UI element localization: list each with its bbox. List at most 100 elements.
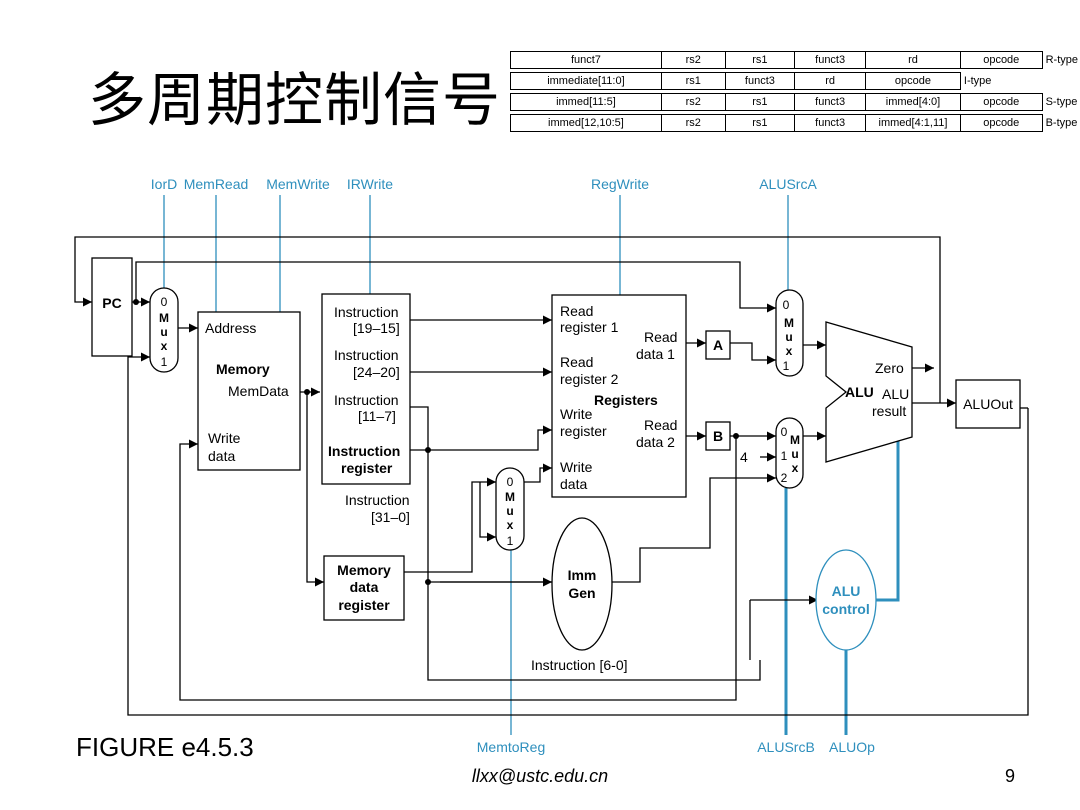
svg-text:x: x: [786, 344, 793, 358]
format-field: opcode: [959, 51, 1043, 69]
svg-text:[24–20]: [24–20]: [353, 364, 400, 380]
svg-text:Write: Write: [560, 459, 593, 475]
control-signal-labels: IorD MemRead MemWrite IRWrite RegWrite A…: [151, 176, 875, 755]
format-field: funct7: [510, 51, 662, 69]
svg-text:u: u: [506, 504, 513, 518]
svg-text:data: data: [560, 476, 587, 492]
svg-text:0: 0: [507, 475, 514, 489]
svg-text:1: 1: [781, 449, 788, 463]
svg-text:MemData: MemData: [228, 383, 289, 399]
format-field: rd: [865, 51, 961, 69]
immgen-field-label: Instruction [6-0]: [531, 657, 628, 673]
b-register: B: [705, 421, 731, 451]
svg-text:Address: Address: [205, 320, 256, 336]
memtoreg-mux: 0 M u x 1: [495, 467, 525, 551]
format-type-label: R-type: [1045, 54, 1078, 66]
alusrcb-mux: 0 1 2 M u x: [775, 417, 804, 489]
format-field: rs2: [660, 114, 726, 132]
format-field: rs1: [724, 114, 796, 132]
svg-text:register: register: [560, 423, 607, 439]
svg-text:u: u: [791, 447, 798, 461]
signal-aluop: ALUOp: [829, 739, 875, 755]
instruction-register: Instruction [19–15] Instruction [24–20] …: [321, 293, 411, 525]
svg-text:Read: Read: [560, 354, 593, 370]
svg-text:x: x: [792, 461, 799, 475]
slide-title: 多周期控制信号: [88, 66, 502, 134]
svg-text:Read: Read: [644, 329, 677, 345]
svg-text:Instruction: Instruction: [328, 443, 400, 459]
format-field: rs2: [660, 51, 726, 69]
svg-text:Gen: Gen: [568, 585, 595, 601]
svg-text:data 1: data 1: [636, 346, 675, 362]
svg-text:Read: Read: [644, 417, 677, 433]
control-bus-lines: [784, 420, 900, 735]
memory-unit: Address Memory MemData Write data: [197, 311, 301, 471]
svg-text:2: 2: [781, 471, 788, 485]
svg-text:1: 1: [507, 534, 514, 548]
svg-text:0: 0: [783, 298, 790, 312]
svg-text:u: u: [785, 330, 792, 344]
format-field: immed[12,10:5]: [510, 114, 662, 132]
svg-text:register: register: [338, 597, 390, 613]
pc-register: PC: [91, 257, 133, 357]
register-file: Read register 1 Read data 1 Read registe…: [551, 294, 687, 498]
svg-text:x: x: [161, 339, 168, 353]
format-type-label: B-type: [1045, 117, 1078, 129]
multicycle-datapath-diagram: PC 0 M u x 1 Address Memory MemData Writ…: [74, 176, 1029, 755]
footer-email: llxx@ustc.edu.cn: [471, 766, 609, 786]
format-field: immed[4:0]: [865, 93, 961, 111]
svg-text:[31–0]: [31–0]: [371, 509, 410, 525]
junction-dots: [133, 299, 739, 585]
svg-text:ALUOut: ALUOut: [963, 396, 1013, 412]
signal-regwrite: RegWrite: [591, 176, 649, 192]
svg-text:register 2: register 2: [560, 371, 619, 387]
svg-text:Instruction: Instruction: [334, 347, 399, 363]
pc-label: PC: [102, 295, 121, 311]
format-field: immediate[11:0]: [510, 72, 662, 90]
memory-data-register: Memory data register: [323, 555, 405, 621]
svg-text:1: 1: [161, 355, 168, 369]
format-field: immed[4:1,11]: [865, 114, 961, 132]
format-field: opcode: [959, 93, 1043, 111]
signal-irwrite: IRWrite: [347, 176, 393, 192]
svg-text:Memory: Memory: [337, 562, 391, 578]
alu: Zero ALU ALU result: [825, 321, 913, 463]
format-field: funct3: [794, 114, 867, 132]
format-field: immed[11:5]: [510, 93, 662, 111]
svg-text:register 1: register 1: [560, 319, 619, 335]
svg-text:M: M: [159, 311, 169, 325]
svg-text:M: M: [505, 490, 515, 504]
svg-text:Registers: Registers: [594, 392, 658, 408]
svg-text:Instruction: Instruction: [334, 304, 399, 320]
alusrca-mux: 0 M u x 1: [775, 289, 804, 377]
aluout-register: ALUOut: [955, 379, 1021, 429]
alu-control: ALU control: [815, 549, 877, 651]
immgen: Imm Gen Instruction [6-0]: [531, 517, 628, 673]
iord-mux: 0 M u x 1: [149, 287, 179, 373]
svg-text:control: control: [822, 601, 869, 617]
svg-text:register: register: [341, 460, 393, 476]
svg-text:data 2: data 2: [636, 434, 675, 450]
svg-text:Read: Read: [560, 303, 593, 319]
format-field: funct3: [724, 72, 796, 90]
format-field: funct3: [794, 93, 867, 111]
signal-memread: MemRead: [184, 176, 249, 192]
control-lines: [163, 195, 789, 735]
format-field: rs2: [660, 93, 726, 111]
page-number: 9: [1005, 766, 1016, 786]
svg-text:data: data: [208, 448, 235, 464]
svg-text:result: result: [872, 403, 906, 419]
signal-alusrcb: ALUSrcB: [757, 739, 815, 755]
format-field: opcode: [959, 114, 1043, 132]
signal-iord: IorD: [151, 176, 177, 192]
svg-text:A: A: [713, 337, 723, 353]
svg-text:ALU: ALU: [832, 583, 861, 599]
const-four: 4: [740, 449, 748, 465]
format-field: opcode: [865, 72, 961, 90]
svg-text:Write: Write: [208, 430, 241, 446]
